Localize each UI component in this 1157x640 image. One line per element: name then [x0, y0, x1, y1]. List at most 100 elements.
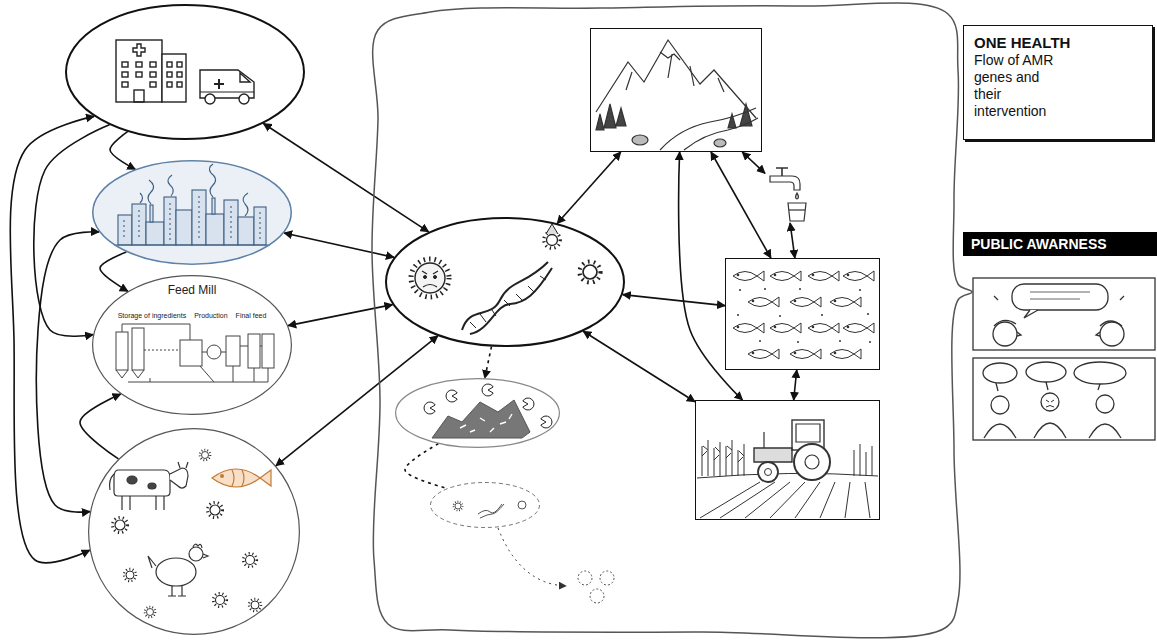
- agriculture-illustration: [700, 482, 870, 518]
- industry-illustration: [124, 196, 260, 241]
- text-holder: ONE HEALTHFlow of AMR genes and their in…: [964, 26, 1152, 128]
- agriculture-illustration: [758, 462, 778, 482]
- fish-illustration: [737, 314, 739, 316]
- connector-arrow: [583, 331, 695, 401]
- degradation-illustration: [460, 414, 512, 432]
- fish-illustration: [869, 341, 871, 343]
- node-outline: [66, 5, 304, 139]
- feed-mill-illustration: [207, 345, 221, 359]
- connector-arrow: [284, 233, 394, 257]
- node-outline: [360, 0, 980, 640]
- agriculture-illustration: [697, 420, 878, 518]
- agriculture-illustration: [754, 448, 792, 462]
- fish-illustration: [759, 340, 761, 342]
- amr-gene-pool: [385, 217, 625, 347]
- hospital-illustration: [167, 72, 172, 77]
- discussion-panel: [1041, 393, 1059, 411]
- discussion-panel: [1096, 395, 1114, 413]
- animals-illustration: [249, 599, 261, 611]
- amr-gene-illustration: [415, 263, 445, 293]
- node-outline: [89, 429, 300, 635]
- fish-illustration: [843, 271, 874, 281]
- degradation-illustration: [541, 416, 552, 428]
- amr-gene-illustration: [462, 262, 548, 330]
- node-outline: [65, 4, 305, 140]
- animals-illustration: [156, 558, 196, 586]
- fish-illustration: [737, 326, 740, 329]
- connector-arrow: [10, 116, 94, 563]
- animals-node: [88, 428, 300, 635]
- industry-illustration: [206, 214, 224, 245]
- conversation-panel: [1096, 296, 1124, 336]
- mountain-illustration: [596, 104, 752, 130]
- hospital-illustration: [200, 92, 254, 93]
- fish-illustration: [821, 314, 823, 316]
- tap-water-illustration: [788, 203, 806, 221]
- mountain-illustration: [596, 40, 756, 118]
- fish-illustration: [770, 271, 801, 281]
- connector-arrow: [742, 152, 765, 173]
- conversation-panel: [994, 296, 1021, 336]
- hospital-illustration: [239, 94, 249, 104]
- connector-arrow: [405, 444, 447, 489]
- hospital-illustration: [136, 72, 142, 77]
- fish-illustration: [794, 352, 797, 355]
- hospital-illustration: [133, 44, 145, 56]
- feed-mill-node: Feed MillStorage of ingredientsProductio…: [92, 275, 292, 415]
- fish-illustration: [739, 289, 741, 291]
- agriculture-box: [695, 400, 880, 520]
- agriculture-illustration: [697, 473, 878, 478]
- residue-illustration: [578, 571, 592, 585]
- fish-illustration: [790, 349, 821, 359]
- node-outline: [88, 428, 300, 635]
- amr-gene-illustration: [411, 224, 601, 334]
- connector-group: [10, 116, 797, 563]
- mountain-box: [590, 28, 762, 152]
- industry-node: [92, 160, 292, 265]
- feed-mill-illustration: [262, 334, 274, 368]
- connector-arrow: [557, 152, 621, 223]
- amr-gene-illustration: [424, 276, 427, 279]
- animals-illustration: [124, 569, 136, 581]
- animals-illustration: [148, 556, 156, 568]
- agriculture-illustration: [702, 440, 744, 476]
- animals-illustration: [168, 544, 208, 596]
- fish-illustration: [797, 341, 799, 343]
- industry-illustration: [94, 162, 290, 264]
- degradation-illustration: [432, 400, 530, 438]
- mountain-illustration: [714, 139, 726, 147]
- animals-illustration: [220, 474, 224, 478]
- node-outline: [431, 483, 540, 528]
- section-heading: PUBLIC AWARNESS: [971, 235, 1149, 253]
- hospital-illustration: [162, 54, 186, 102]
- fish-illustration: [830, 349, 861, 359]
- node-title: Feed Mill: [92, 283, 292, 297]
- connector-arrow: [485, 347, 492, 379]
- fish-illustration: [774, 274, 777, 277]
- hospital-illustration: [122, 72, 128, 77]
- residue-illustration: [478, 504, 504, 518]
- industry-illustration: [140, 164, 248, 216]
- animals-illustration: [127, 476, 137, 484]
- residue-illustration: [518, 501, 526, 509]
- amr-gene-illustration: [470, 268, 552, 334]
- animals-illustration: [170, 468, 188, 488]
- amr-gene-illustration: [422, 271, 438, 287]
- fish-illustration: [808, 323, 839, 333]
- fish-illustration: [752, 352, 755, 355]
- node-outline: [396, 379, 560, 448]
- aquaculture-box: [725, 258, 880, 370]
- connector-arrow: [263, 123, 428, 231]
- node-outline: [430, 482, 540, 528]
- mountain-illustration: [632, 135, 648, 145]
- residue-illustration: [600, 571, 614, 585]
- degradation-illustration: [482, 384, 493, 396]
- discussion-panel: [973, 358, 1155, 440]
- awareness-band: PUBLIC AWARNESS: [963, 232, 1157, 256]
- feed-mill-illustration: [122, 324, 190, 340]
- discussion-panel: [996, 382, 1100, 391]
- hospital-illustration: [116, 40, 162, 102]
- residue-ellipse: [430, 482, 540, 528]
